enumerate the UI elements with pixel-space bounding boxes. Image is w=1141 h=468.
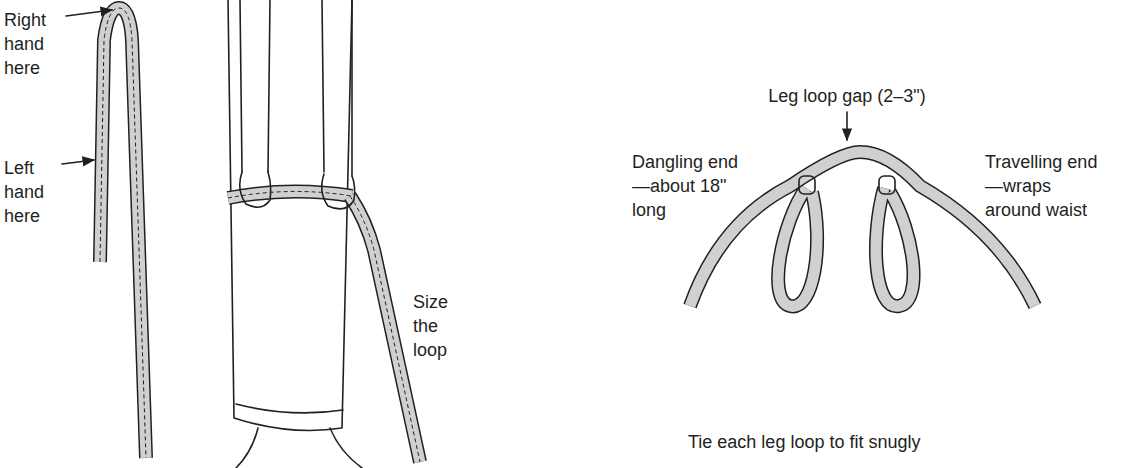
pointer-arrow — [846, 112, 848, 140]
hand — [322, 174, 355, 209]
arm — [240, 0, 242, 172]
knot — [879, 176, 895, 194]
trouser-cuff — [236, 404, 343, 413]
strap-end-label: Travelling end—wraps around waist — [985, 150, 1107, 222]
instruction-label: Size the loop — [413, 290, 465, 362]
trouser-leg — [228, 0, 352, 430]
knot — [799, 176, 815, 194]
arm — [268, 0, 270, 172]
dimension-label: Leg loop gap (2–3") — [747, 84, 947, 108]
hand-position-label: Left hand here — [4, 156, 62, 228]
waist-webbing — [228, 191, 420, 462]
shoe — [236, 428, 258, 468]
arm — [322, 0, 324, 172]
webbing-fill — [100, 8, 146, 458]
pointer-arrow — [62, 160, 94, 164]
webbing-outline — [100, 8, 146, 458]
pointer-arrow — [66, 10, 112, 16]
webbing-strap — [100, 8, 146, 458]
webbing-stitch — [100, 8, 146, 458]
strap-end-label: Dangling end—about 18" long — [632, 150, 740, 222]
leg-loop-harness — [690, 152, 1035, 306]
person-figure — [228, 0, 362, 468]
arm — [351, 0, 353, 176]
hand — [240, 172, 271, 207]
caption-note: Tie each leg loop to fit snugly — [688, 430, 1058, 454]
hand-position-label: Right hand here — [4, 8, 62, 80]
shoe — [330, 428, 362, 468]
